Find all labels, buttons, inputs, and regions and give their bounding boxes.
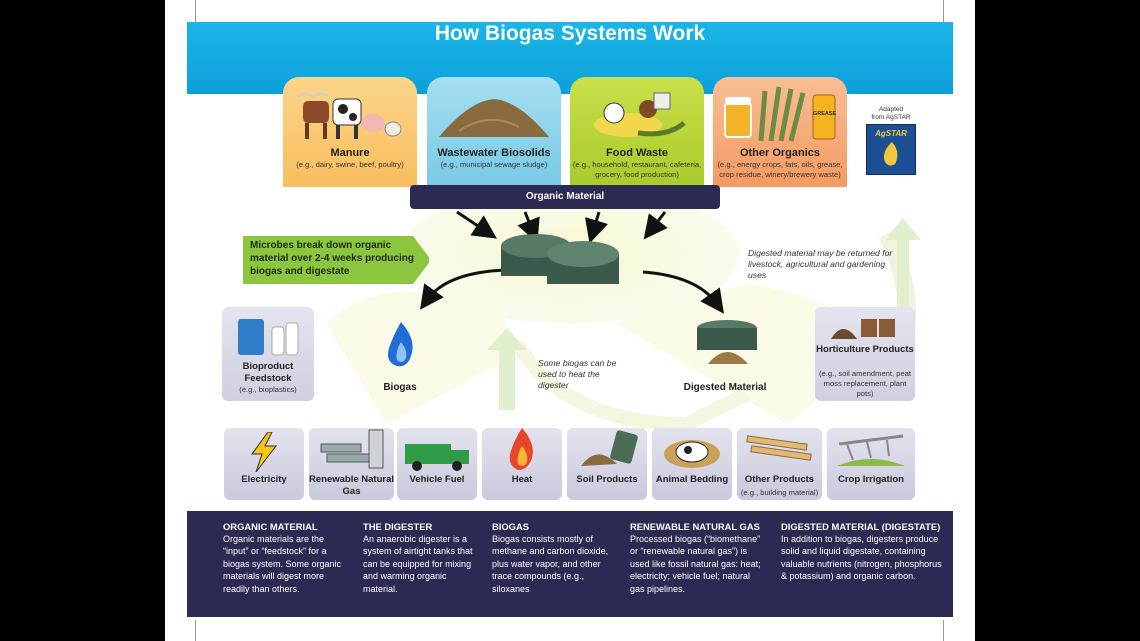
returned-note: Digested material may be returned for li…	[748, 248, 893, 280]
footer-heading: BIOGAS	[492, 521, 529, 532]
tile-renewable-natural-gas: Renewable Natural Gas	[309, 428, 394, 500]
bioproduct-title: Bioproduct Feedstock	[242, 361, 294, 384]
biogas-label: Biogas	[383, 382, 417, 393]
footer-column: ORGANIC MATERIAL Organic materials are t…	[223, 521, 351, 595]
crop-mark	[195, 0, 196, 22]
tile-label: Animal Bedding	[655, 474, 729, 485]
footer-column: THE DIGESTER An anaerobic digester is a …	[363, 521, 481, 595]
gas-plant-icon	[320, 429, 384, 469]
flow-arrows	[420, 210, 724, 314]
source-title: Food Waste	[606, 147, 668, 159]
horticulture-card: Horticulture Products (e.g., soil amendm…	[815, 307, 915, 401]
tile-label: Crop Irrigation	[838, 474, 904, 485]
organics-icon	[724, 86, 836, 142]
source-card-food-waste: Food Waste (e.g., household, restaurant,…	[570, 77, 704, 187]
tile-crop-irrigation: Crop Irrigation	[827, 428, 915, 500]
tile-label: Heat	[511, 474, 533, 485]
crop-mark	[943, 620, 944, 641]
footer-column: BIOGAS Biogas consists mostly of methane…	[492, 521, 618, 595]
tile-animal-bedding: Animal Bedding	[652, 428, 732, 500]
digested-label: Digested Material	[683, 382, 767, 393]
tile-other-products: Other Products (e.g., building material)	[737, 428, 822, 500]
agstar-logo: AgSTAR	[866, 124, 916, 175]
livestock-icon	[296, 92, 402, 139]
bioproduct-subtitle: (e.g., bioplastics)	[239, 385, 297, 394]
crop-mark	[195, 620, 196, 641]
footer-column: RENEWABLE NATURAL GAS Processed biogas (…	[630, 521, 766, 595]
tile-subtitle: (e.g., building material)	[740, 488, 819, 497]
biosolids-pile-icon	[439, 99, 549, 137]
tile-label: Other Products	[744, 474, 815, 485]
agstar-logo-text: AgSTAR	[875, 129, 907, 138]
footer-heading: THE DIGESTER	[363, 521, 433, 532]
source-subtitle: (e.g., dairy, swine, beef, poultry)	[296, 160, 404, 169]
attribution-line: Adapted	[878, 106, 904, 113]
cow-bedding-icon	[664, 440, 720, 468]
footer-column: DIGESTED MATERIAL (DIGESTATE) In additio…	[781, 521, 943, 583]
biogas-flame-icon	[388, 322, 413, 367]
biogas-infographic: { "title": "How Biogas Systems Work", "s…	[165, 0, 975, 641]
footer-body: Biogas consists mostly of methane and ca…	[492, 534, 609, 594]
food-scraps-icon	[594, 92, 686, 137]
digested-material-icon	[697, 320, 757, 364]
attribution: Adapted from AgSTAR	[863, 106, 919, 122]
grease-label: GREASE	[813, 111, 837, 117]
tile-label: Renewable Natural Gas	[309, 474, 394, 497]
soil-bag-icon	[581, 430, 638, 466]
source-card-manure: Manure (e.g., dairy, swine, beef, poultr…	[283, 77, 417, 187]
tile-label: Vehicle Fuel	[409, 474, 465, 485]
attribution-line: from AgSTAR	[871, 114, 911, 121]
irrigation-icon	[837, 434, 905, 466]
footer-heading: DIGESTED MATERIAL (DIGESTATE)	[781, 521, 941, 532]
garbage-truck-icon	[405, 444, 469, 471]
footer-body: Processed biogas (“biomethane” or “renew…	[630, 534, 761, 594]
crop-mark	[943, 0, 944, 22]
source-subtitle: (e.g., municipal sewage sludge)	[440, 160, 548, 169]
tile-vehicle-fuel: Vehicle Fuel	[397, 428, 477, 500]
source-card-wastewater: Wastewater Biosolids (e.g., municipal se…	[427, 77, 561, 187]
digester-icon	[501, 234, 619, 284]
footer-heading: ORGANIC MATERIAL	[223, 521, 318, 532]
bottles-icon	[238, 319, 299, 356]
heat-note: Some biogas can be used to heat the dige…	[538, 358, 617, 390]
footer-body: An anaerobic digester is a system of air…	[363, 534, 473, 594]
horticulture-subtitle: (e.g., soil amendment, peat moss replace…	[818, 369, 912, 398]
tile-electricity: Electricity	[224, 428, 304, 500]
lightning-icon	[251, 432, 278, 472]
tile-label: Soil Products	[576, 474, 638, 485]
plant-pots-icon	[831, 319, 895, 339]
flame-leaf-icon	[883, 142, 898, 166]
source-title: Manure	[330, 147, 370, 159]
source-title: Other Organics	[739, 147, 821, 159]
return-arrows	[487, 218, 921, 410]
microbes-note: Microbes break down organic material ove…	[250, 240, 414, 277]
bioproduct-card: Bioproduct Feedstock (e.g., bioplastics)	[222, 307, 314, 401]
microbes-callout-shape	[243, 236, 429, 284]
tile-heat: Heat	[482, 428, 562, 500]
lumber-icon	[746, 435, 812, 461]
fire-icon	[509, 428, 533, 470]
organic-material-bar: Organic Material	[410, 185, 720, 209]
page-title: How Biogas Systems Work	[434, 22, 706, 45]
tile-label: Electricity	[241, 474, 287, 485]
footer-body: Organic materials are the “input” or “fe…	[223, 534, 342, 594]
source-card-other-organics: GREASE Other Organics (e.g., energy crop…	[713, 77, 847, 187]
source-subtitle: (e.g., household, restaurant, cafeteria,…	[572, 160, 702, 179]
footer-panel: ORGANIC MATERIAL Organic materials are t…	[187, 511, 953, 617]
horticulture-title: Horticulture Products	[816, 344, 914, 355]
footer-heading: RENEWABLE NATURAL GAS	[630, 521, 760, 532]
tile-soil-products: Soil Products	[567, 428, 647, 500]
footer-body: In addition to biogas, digesters produce…	[781, 534, 942, 582]
source-title: Wastewater Biosolids	[437, 147, 551, 159]
source-subtitle: (e.g., energy crops, fats, oils, grease,…	[717, 160, 843, 179]
